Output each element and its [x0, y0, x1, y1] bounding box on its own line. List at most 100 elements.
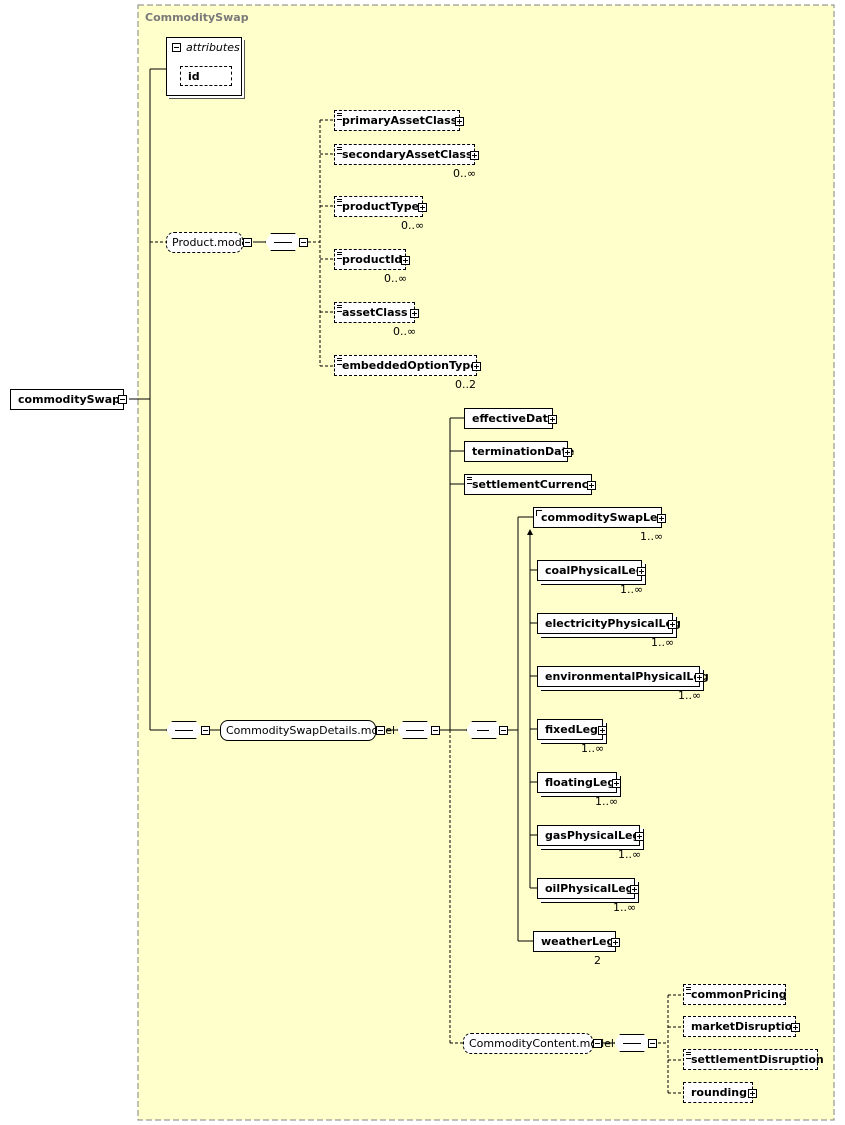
expand-icon[interactable] [657, 514, 666, 523]
cardinality-label: 0..∞ [384, 272, 408, 285]
collapse-icon[interactable] [499, 726, 508, 735]
expand-icon[interactable] [791, 1023, 800, 1032]
cardinality-label: 0..∞ [401, 219, 425, 232]
leg-element[interactable]: environmentalPhysicalLeg [537, 666, 709, 687]
cardinality-label: 0..2 [455, 378, 476, 391]
attributes-label: attributes [186, 41, 240, 54]
collapse-icon[interactable] [376, 726, 385, 735]
collapse-icon[interactable] [431, 726, 440, 735]
root-element[interactable]: commoditySwap [10, 389, 124, 410]
leg-element[interactable]: oilPhysicalLeg [537, 878, 635, 899]
expand-icon[interactable] [630, 885, 639, 894]
cardinality-label: 1..∞ [595, 795, 619, 808]
detail-element-label: terminationDate [472, 445, 575, 458]
content-element[interactable]: rounding [683, 1082, 753, 1103]
expand-icon[interactable] [637, 567, 646, 576]
collapse-icon[interactable] [299, 238, 308, 247]
collapse-icon[interactable] [118, 395, 127, 404]
product-element-label: productType [342, 200, 420, 213]
expand-icon[interactable] [612, 779, 621, 788]
expand-icon[interactable] [410, 309, 419, 318]
product-model-group[interactable]: Product.model [166, 232, 252, 253]
reference-icon [536, 510, 542, 516]
collapse-icon[interactable] [243, 238, 252, 247]
collapse-icon[interactable] [593, 1039, 602, 1048]
leg-element-label: oilPhysicalLeg [545, 882, 634, 895]
simple-type-icon [686, 987, 691, 994]
leg-element[interactable]: weatherLeg [533, 931, 616, 952]
cardinality-label: 2 [594, 954, 601, 967]
leg-element-label: environmentalPhysicalLeg [545, 670, 709, 683]
product-element[interactable]: embeddedOptionType [334, 355, 478, 376]
product-element-label: assetClass [342, 306, 408, 319]
simple-type-icon [337, 113, 342, 120]
simple-type-icon [467, 477, 472, 484]
expand-icon[interactable] [598, 726, 607, 735]
collapse-icon[interactable] [648, 1039, 657, 1048]
detail-element[interactable]: terminationDate [464, 441, 574, 462]
content-element[interactable]: settlementDisruption [683, 1049, 824, 1070]
simple-type-icon [686, 1052, 691, 1059]
leg-element-label: weatherLeg [541, 935, 615, 948]
leg-element[interactable]: coalPhysicalLeg [537, 560, 644, 581]
leg-element[interactable]: gasPhysicalLeg [537, 825, 640, 846]
leg-element[interactable]: floatingLeg [537, 772, 617, 793]
choice-compositor [466, 721, 502, 739]
simple-type-icon [337, 199, 342, 206]
simple-type-icon [337, 358, 342, 365]
product-element-label: productId [342, 253, 403, 266]
detail-element-label: effectiveDate [472, 412, 556, 425]
cardinality-label: 1..∞ [678, 689, 702, 702]
product-element-label: primaryAssetClass [342, 114, 458, 127]
sequence-compositor [265, 233, 301, 251]
product-element[interactable]: primaryAssetClass [334, 110, 460, 131]
product-element[interactable]: assetClass [334, 302, 415, 323]
cardinality-label: 0..∞ [393, 325, 417, 338]
expand-icon[interactable] [611, 938, 620, 947]
content-model-group[interactable]: CommodityContent.model [463, 1033, 614, 1054]
collapse-icon[interactable] [201, 726, 210, 735]
expand-icon[interactable] [401, 256, 410, 265]
diagram-title: CommoditySwap [145, 11, 249, 24]
detail-element[interactable]: effectiveDate [464, 408, 556, 429]
expand-icon[interactable] [587, 481, 596, 490]
product-element[interactable]: productId [334, 249, 406, 270]
cardinality-label: 1..∞ [651, 636, 675, 649]
leg-element[interactable]: electricityPhysicalLeg [537, 613, 681, 634]
cardinality-label: 1..∞ [581, 742, 605, 755]
product-element[interactable]: productType [334, 196, 423, 217]
product-element-label: embeddedOptionType [342, 359, 478, 372]
leg-element[interactable]: commoditySwapLeg [533, 507, 666, 528]
detail-element[interactable]: settlementCurrency [464, 474, 596, 495]
root-element-label: commoditySwap [18, 393, 121, 406]
expand-icon[interactable] [668, 620, 677, 629]
cardinality-label: 1..∞ [640, 530, 664, 543]
expand-icon[interactable] [635, 832, 644, 841]
content-element[interactable]: marketDisruption [683, 1016, 800, 1037]
sequence-compositor [614, 1034, 650, 1052]
expand-icon[interactable] [548, 415, 557, 424]
expand-icon[interactable] [695, 673, 704, 682]
content-element-label: settlementDisruption [691, 1053, 824, 1066]
collapse-icon[interactable] [172, 43, 181, 52]
leg-element-label: fixedLeg [545, 723, 598, 736]
content-element[interactable]: commonPricing [683, 984, 787, 1005]
details-model-label: CommoditySwapDetails.model [226, 724, 396, 737]
expand-icon[interactable] [470, 151, 479, 160]
expand-icon[interactable] [472, 362, 481, 371]
expand-icon[interactable] [748, 1089, 757, 1098]
leg-element[interactable]: fixedLeg [537, 719, 603, 740]
content-element-label: rounding [691, 1086, 747, 1099]
sequence-compositor [166, 721, 202, 739]
product-element[interactable]: secondaryAssetClass [334, 144, 475, 165]
simple-type-icon [337, 252, 342, 259]
cardinality-label: 0..∞ [453, 167, 477, 180]
details-model-group[interactable]: CommoditySwapDetails.model [220, 720, 395, 741]
expand-icon[interactable] [455, 117, 464, 126]
attribute-id[interactable]: id [180, 66, 232, 86]
expand-icon[interactable] [418, 203, 427, 212]
expand-icon[interactable] [563, 448, 572, 457]
leg-element-label: coalPhysicalLeg [545, 564, 644, 577]
cardinality-label: 1..∞ [618, 848, 642, 861]
leg-element-label: commoditySwapLeg [541, 511, 666, 524]
